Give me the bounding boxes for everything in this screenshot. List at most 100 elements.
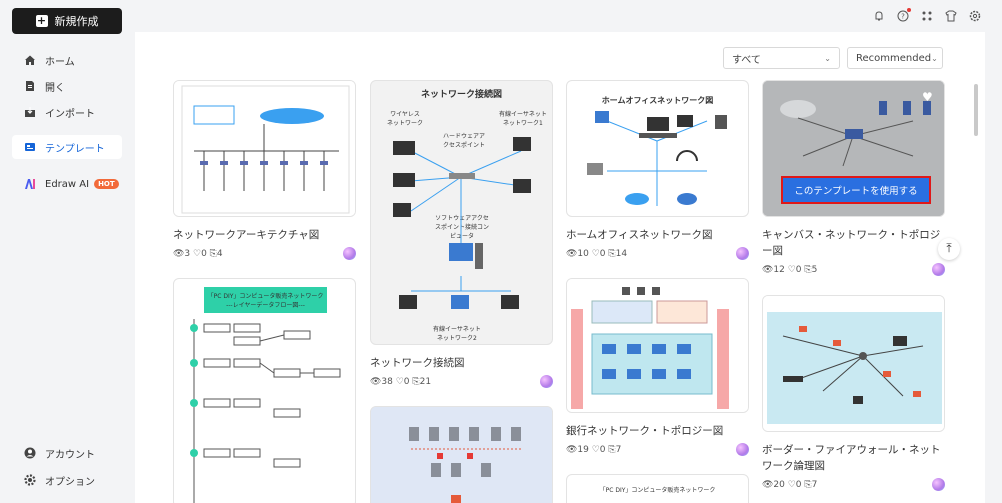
sidebar-item-label: 開く [45, 82, 65, 94]
template-thumbnail[interactable] [370, 406, 553, 503]
template-thumbnail[interactable] [762, 295, 945, 432]
template-thumbnail[interactable]: ホームオフィスネットワーク図 [566, 80, 749, 217]
thumbnail-label: ハードウェアア クセスポイント [443, 133, 486, 149]
template-thumbnail[interactable]: ネットワーク接続図 ワイヤレス ネットワーク 有線イーサネット ネットワーク1 … [370, 80, 553, 345]
home-office-network-diagram [587, 111, 727, 206]
template-thumbnail[interactable] [173, 80, 356, 217]
sidebar-item-open[interactable]: 開く [12, 74, 122, 98]
template-title: 銀行ネットワーク・トポロジー図 [566, 425, 724, 437]
notification-dot [907, 8, 911, 12]
sort-select-value: Recommended [856, 52, 932, 64]
network-architecture-diagram [174, 81, 355, 216]
template-thumbnail[interactable]: ♥ このテンプレートを使用する [762, 80, 945, 217]
author-avatar [343, 247, 356, 260]
author-avatar [736, 247, 749, 260]
scrollbar-thumb[interactable] [974, 84, 978, 136]
template-stats: 👁19 ♡0 ⎘7 [566, 443, 749, 456]
template-title: キャンバス・ネットワーク・トポロジー図 [762, 229, 941, 257]
category-select[interactable]: すべて ⌄ [723, 47, 840, 69]
settings-icon[interactable] [968, 9, 982, 23]
gear-icon [24, 474, 36, 486]
template-thumbnail[interactable]: 「PC DIY」コンピュータ販売ネットワーク [566, 474, 749, 503]
new-document-label: 新規作成 [54, 15, 99, 28]
svg-text:?: ? [901, 13, 905, 21]
template-stats: 👁10 ♡0 ⎘14 [566, 247, 749, 260]
use-template-button[interactable]: このテンプレートを使用する [781, 176, 931, 204]
file-icon [24, 80, 36, 92]
thumbnail-label: ワイヤレス ネットワーク [387, 111, 424, 127]
template-thumbnail[interactable]: 「PC DIY」コンピュータ販売ネットワーク ---レイヤーデータフロー図--- [173, 278, 356, 503]
sidebar-item-label: インポート [45, 108, 95, 120]
stats-text: 👁19 ♡0 ⎘7 [566, 444, 622, 455]
favorite-heart-icon[interactable]: ♥ [922, 90, 933, 104]
chevron-down-icon: ⌄ [824, 53, 831, 63]
template-card[interactable]: ネットワークアーキテクチャ図 👁3 ♡0 ⎘4 [173, 80, 356, 260]
sidebar-item-home[interactable]: ホーム [12, 48, 122, 72]
thumbnail-title: 「PC DIY」コンピュータ販売ネットワーク ---レイヤーデータフロー図--- [204, 287, 327, 313]
chevron-down-icon: ⌄ [931, 53, 938, 63]
template-card[interactable]: ネットワーク接続図 ワイヤレス ネットワーク 有線イーサネット ネットワーク1 … [370, 80, 553, 388]
account-icon [24, 447, 36, 459]
sidebar-item-label: オプション [45, 476, 95, 488]
new-document-button[interactable]: + 新規作成 [12, 8, 122, 34]
ai-logo-icon [24, 178, 36, 190]
network-group-diagram [371, 407, 552, 503]
template-card[interactable] [370, 406, 553, 503]
template-card[interactable]: ボーダー・ファイアウォール・ネットワーク論理図 👁20 ♡0 ⎘7 [762, 295, 945, 491]
help-icon[interactable]: ? [896, 8, 911, 23]
stats-text: 👁3 ♡0 ⎘4 [173, 248, 223, 259]
thumbnail-label: 有線イーサネット ネットワーク2 [433, 326, 481, 342]
plus-icon: + [35, 14, 48, 27]
stats-text: 👁38 ♡0 ⎘21 [370, 376, 432, 387]
template-icon [24, 141, 36, 153]
bell-icon[interactable] [872, 9, 886, 23]
template-title: ネットワークアーキテクチャ図 [173, 229, 320, 241]
author-avatar [932, 263, 945, 276]
template-stats: 👁3 ♡0 ⎘4 [173, 247, 356, 260]
template-title: ボーダー・ファイアウォール・ネットワーク論理図 [762, 444, 941, 472]
template-stats: 👁12 ♡0 ⎘5 [762, 263, 945, 276]
template-card[interactable]: 「PC DIY」コンピュータ販売ネットワーク [566, 474, 749, 503]
template-title: ネットワーク接続図 [370, 357, 465, 369]
thumbnail-label: 有線イーサネット ネットワーク1 [499, 111, 547, 127]
sidebar-item-edraw-ai[interactable]: Edraw AI HOT [12, 172, 122, 196]
template-thumbnail[interactable] [566, 278, 749, 413]
template-gallery: すべて ⌄ Recommended ⌄ ネットワークアーキテクチャ図 👁3 ♡0… [135, 32, 985, 503]
hot-badge: HOT [94, 179, 119, 189]
sidebar: + 新規作成 ホーム 開く インポート テンプレート Edraw AI HOT … [0, 0, 135, 503]
sidebar-item-account[interactable]: アカウント [12, 441, 122, 465]
author-avatar [932, 478, 945, 491]
template-card[interactable]: ホームオフィスネットワーク図 ホームオフィスネットワーク図 👁10 ♡0 ⎘14 [566, 80, 749, 260]
apps-grid-icon[interactable] [920, 9, 934, 23]
thumbnail-label: ソフトウェアアクセ スポイント接続コン ピュータ [435, 215, 490, 240]
border-firewall-network-diagram [763, 296, 944, 431]
shirt-theme-icon[interactable] [944, 9, 958, 23]
sidebar-item-import[interactable]: インポート [12, 100, 122, 124]
sidebar-item-templates[interactable]: テンプレート [12, 135, 122, 159]
home-icon [24, 54, 36, 66]
template-title: ホームオフィスネットワーク図 [566, 229, 713, 241]
template-card[interactable]: 銀行ネットワーク・トポロジー図 👁19 ♡0 ⎘7 [566, 278, 749, 456]
template-card[interactable]: ♥ このテンプレートを使用する キャンバス・ネットワーク・トポロジー図 👁12 … [762, 80, 945, 276]
template-card[interactable]: 「PC DIY」コンピュータ販売ネットワーク ---レイヤーデータフロー図--- [173, 278, 356, 503]
sidebar-item-label: Edraw AI [45, 178, 90, 190]
category-select-value: すべて [732, 54, 761, 66]
author-avatar [736, 443, 749, 456]
bank-network-topology-diagram [567, 279, 748, 412]
sidebar-item-label: テンプレート [45, 143, 105, 155]
template-stats: 👁20 ♡0 ⎘7 [762, 478, 945, 491]
sidebar-item-label: アカウント [45, 449, 95, 461]
sidebar-item-label: ホーム [45, 56, 75, 68]
top-toolbar: ? [872, 8, 982, 24]
sidebar-item-options[interactable]: オプション [12, 468, 122, 492]
thumbnail-title: 「PC DIY」コンピュータ販売ネットワーク [599, 487, 716, 494]
scroll-to-top-button[interactable]: ⤒ [938, 238, 960, 260]
sort-select[interactable]: Recommended ⌄ [847, 47, 943, 69]
stats-text: 👁20 ♡0 ⎘7 [762, 479, 818, 490]
thumbnail-title: ホームオフィスネットワーク図 [601, 96, 714, 105]
author-avatar [540, 375, 553, 388]
import-icon [24, 106, 36, 118]
data-flow-diagram [190, 319, 341, 503]
template-stats: 👁38 ♡0 ⎘21 [370, 375, 553, 388]
thumbnail-title: ネットワーク接続図 [420, 90, 502, 100]
